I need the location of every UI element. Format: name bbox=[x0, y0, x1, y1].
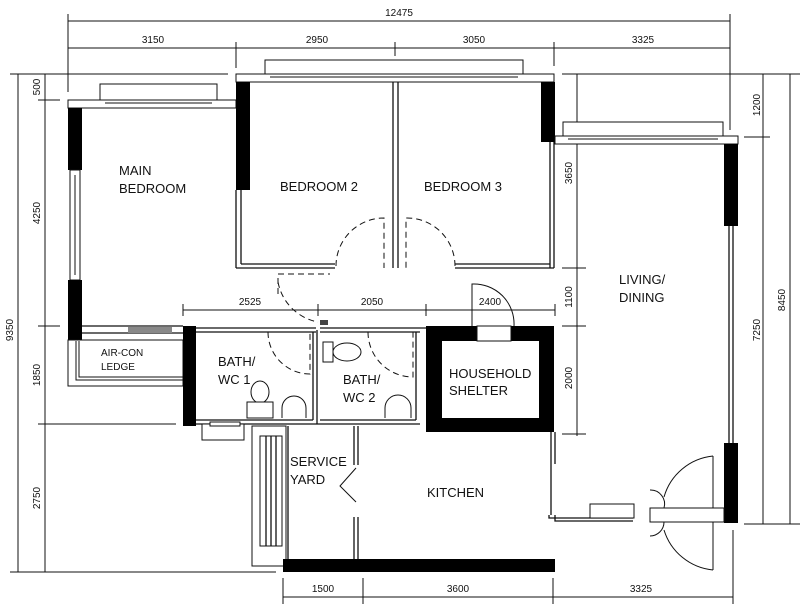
room-labels: MAIN BEDROOM BEDROOM 2 BEDROOM 3 LIVING/… bbox=[101, 163, 666, 500]
dim-inner-3: 2400 bbox=[479, 297, 502, 308]
dim-top-2: 2950 bbox=[306, 35, 329, 46]
label-main-bedroom-1: MAIN bbox=[119, 163, 152, 178]
dim-top-3: 3050 bbox=[463, 35, 486, 46]
dim-bottom-2: 3600 bbox=[447, 584, 470, 595]
dim-top-1: 3150 bbox=[142, 35, 165, 46]
bath-wc-2 bbox=[320, 320, 426, 421]
dim-right-4: 2000 bbox=[564, 366, 575, 389]
dim-left-overall: 9350 bbox=[5, 318, 16, 341]
label-bath1-1: BATH/ bbox=[218, 354, 256, 369]
bath-wc-1 bbox=[183, 326, 420, 441]
main-bedroom bbox=[67, 83, 237, 340]
dim-right-2: 3650 bbox=[564, 161, 575, 184]
label-service-yard-2: YARD bbox=[290, 472, 325, 487]
dim-right-overall: 8450 bbox=[777, 288, 788, 311]
right-dimensions: 1200 3650 1100 2000 7250 8450 bbox=[562, 73, 800, 525]
service-yard-kitchen bbox=[251, 425, 556, 572]
label-bath2-2: WC 2 bbox=[343, 390, 376, 405]
label-living-2: DINING bbox=[619, 290, 665, 305]
label-bedroom-3: BEDROOM 3 bbox=[424, 179, 502, 194]
dim-right-1: 1200 bbox=[752, 93, 763, 116]
dim-top-overall: 12475 bbox=[385, 8, 413, 19]
dim-left-3: 1850 bbox=[32, 363, 43, 386]
label-bath1-2: WC 1 bbox=[218, 372, 251, 387]
dim-bottom-3: 3325 bbox=[630, 584, 653, 595]
label-aircon-2: LEDGE bbox=[101, 362, 135, 373]
label-shelter-2: SHELTER bbox=[449, 383, 508, 398]
label-living-1: LIVING/ bbox=[619, 272, 666, 287]
dim-left-1: 500 bbox=[32, 78, 43, 95]
label-kitchen: KITCHEN bbox=[427, 485, 484, 500]
dim-bottom-1: 1500 bbox=[312, 584, 335, 595]
label-bedroom-2: BEDROOM 2 bbox=[280, 179, 358, 194]
dim-left-4: 2750 bbox=[32, 486, 43, 509]
bottom-dimensions: 1500 3600 3325 bbox=[282, 530, 734, 604]
label-shelter-1: HOUSEHOLD bbox=[449, 366, 531, 381]
dim-left-2: 4250 bbox=[32, 201, 43, 224]
household-shelter bbox=[426, 283, 554, 432]
dim-top-4: 3325 bbox=[632, 35, 655, 46]
left-dimensions: 9350 500 4250 1850 2750 bbox=[5, 73, 276, 573]
label-main-bedroom-2: BEDROOM bbox=[119, 181, 186, 196]
label-bath2-1: BATH/ bbox=[343, 372, 381, 387]
bedrooms-2-3 bbox=[235, 59, 555, 323]
label-service-yard-1: SERVICE bbox=[290, 454, 347, 469]
label-aircon-1: AIR-CON bbox=[101, 348, 143, 359]
dim-right-7250: 7250 bbox=[752, 318, 763, 341]
dim-right-3: 1100 bbox=[564, 286, 575, 308]
inner-dimensions: 2525 2050 2400 bbox=[182, 297, 556, 316]
top-dimensions: 12475 3150 2950 3050 3325 bbox=[67, 8, 731, 130]
dim-inner-2: 2050 bbox=[361, 297, 384, 308]
living-dining bbox=[548, 121, 739, 571]
dim-inner-1: 2525 bbox=[239, 297, 262, 308]
